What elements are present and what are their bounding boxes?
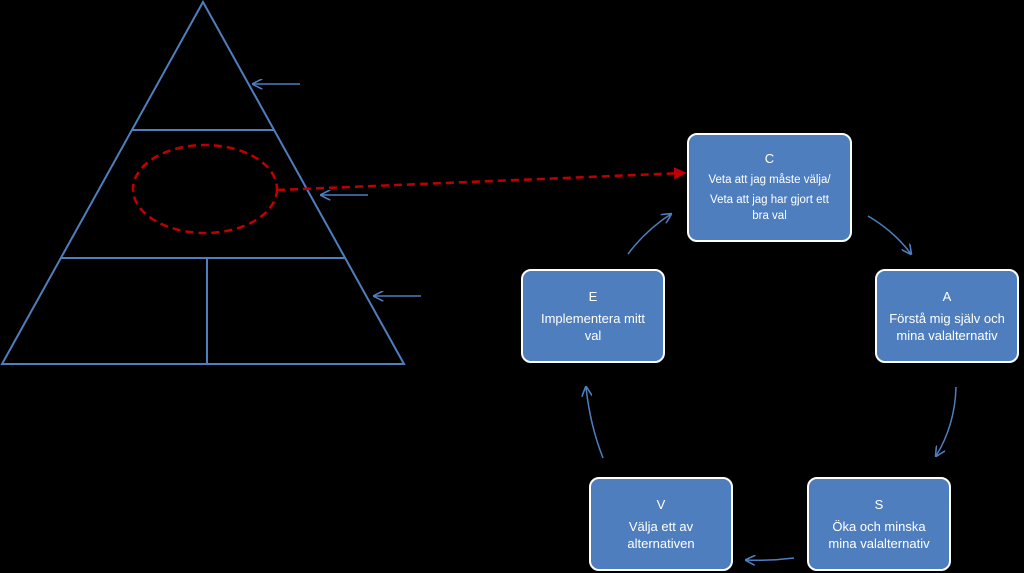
pyramid — [0, 0, 406, 365]
box-c-letter: C — [764, 151, 775, 166]
cycle-arrow-c-to-a — [867, 215, 911, 254]
box-v-line-2: alternativen — [627, 535, 695, 551]
cycle-box-c: C Veta att jag måste välja/ Veta att jag… — [687, 133, 852, 242]
highlight-connector — [276, 167, 687, 192]
box-e-letter: E — [588, 288, 598, 304]
cycle-box-s: S Öka och minska mina valalternativ — [807, 477, 951, 571]
box-s-letter: S — [874, 496, 884, 512]
box-s-line-2: mina valalternativ — [828, 535, 930, 551]
box-c-line-1: Veta att jag måste välja/ — [708, 174, 831, 186]
cycle-box-v: V Välja ett av alternativen — [589, 477, 733, 571]
box-c-line-3: bra val — [752, 210, 787, 222]
cycle-arrow-e-to-c — [627, 214, 671, 255]
box-v-letter: V — [656, 496, 666, 512]
box-a-line-2: mina valalternativ — [896, 327, 998, 343]
box-v-line-1: Välja ett av — [628, 518, 694, 534]
cycle-box-e: E Implementera mitt val — [521, 269, 665, 363]
box-a-line-1: Förstå mig själv och — [889, 310, 1005, 326]
highlight-ellipse — [131, 143, 279, 235]
box-c-line-2: Veta att jag har gjort ett — [710, 194, 829, 206]
pyramid-outline — [0, 0, 406, 365]
box-a-letter: A — [942, 288, 952, 304]
box-e-line-2: val — [584, 327, 602, 343]
box-e-line-1: Implementera mitt — [540, 310, 646, 326]
cycle-arrow-s-to-v — [746, 558, 795, 560]
cycle-box-a: A Förstå mig själv och mina valalternati… — [875, 269, 1019, 363]
cycle-arrow-a-to-s — [936, 386, 957, 456]
cycle-arrow-v-to-e — [586, 387, 604, 459]
box-s-line-1: Öka och minska — [832, 518, 926, 534]
